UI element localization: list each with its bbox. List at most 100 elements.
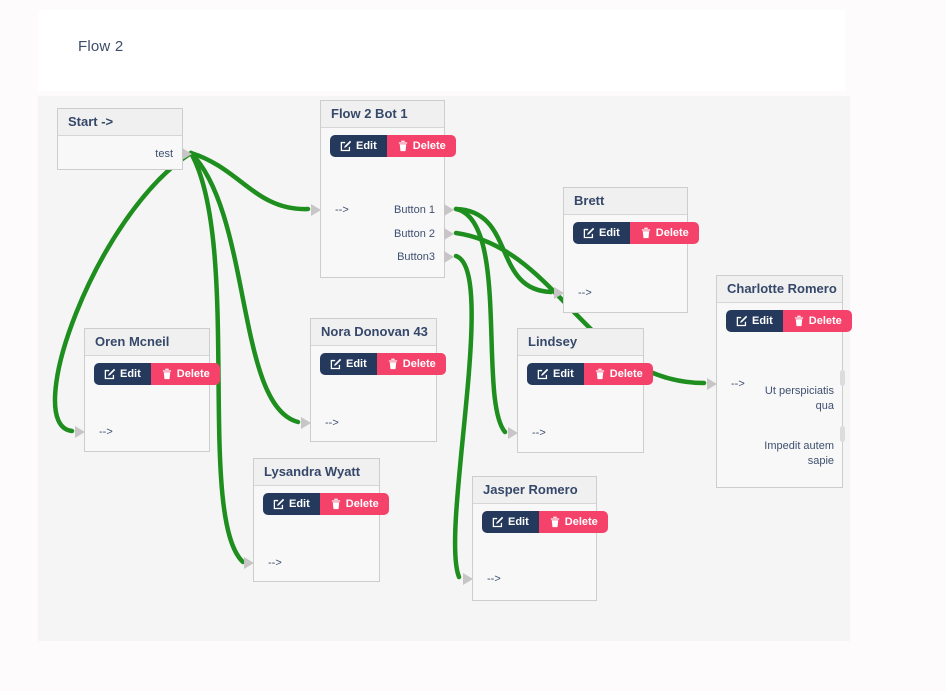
edit-pencil-icon xyxy=(492,516,504,528)
trash-icon xyxy=(794,315,803,327)
delete-button[interactable]: Delete xyxy=(629,222,699,244)
edit-button-label: Edit xyxy=(508,516,529,528)
edit-button[interactable]: Edit xyxy=(482,511,539,533)
edit-button[interactable]: Edit xyxy=(330,135,387,157)
input-handle[interactable] xyxy=(463,573,473,585)
delete-button-label: Delete xyxy=(412,140,446,152)
flow-node-nora[interactable]: Nora Donovan 43 Edit Delete --> xyxy=(301,318,446,442)
node-actions: Edit Delete xyxy=(94,363,220,385)
node-title-jasper: Jasper Romero xyxy=(473,477,596,504)
delete-button[interactable]: Delete xyxy=(376,353,446,375)
output-label-0: Button 1 xyxy=(394,204,435,216)
node-actions: Edit Delete xyxy=(573,222,699,244)
node-title-lysandra: Lysandra Wyatt xyxy=(254,459,379,486)
delete-button[interactable]: Delete xyxy=(538,511,608,533)
input-handle[interactable] xyxy=(311,204,321,216)
delete-button-label: Delete xyxy=(655,227,689,239)
input-label: --> xyxy=(335,204,349,216)
edit-button-label: Edit xyxy=(752,315,773,327)
trash-icon xyxy=(595,368,604,380)
edit-button[interactable]: Edit xyxy=(94,363,151,385)
input-label: --> xyxy=(487,573,501,585)
edit-button-label: Edit xyxy=(289,498,310,510)
edit-button[interactable]: Edit xyxy=(320,353,377,375)
node-title-start: Start -> xyxy=(58,109,182,136)
edit-button[interactable]: Edit xyxy=(573,222,630,244)
node-actions: Edit Delete xyxy=(320,353,446,375)
output-label-1: Button 2 xyxy=(394,228,435,240)
output-handle[interactable] xyxy=(444,228,454,240)
edit-button-label: Edit xyxy=(356,140,377,152)
page-title: Flow 2 xyxy=(78,38,124,55)
output-label-2: Button3 xyxy=(397,251,435,263)
output-handle-bar[interactable] xyxy=(840,426,845,442)
input-handle[interactable] xyxy=(707,378,717,390)
input-label: --> xyxy=(99,426,113,438)
output-handle-bar[interactable] xyxy=(840,370,845,386)
node-title-lindsey: Lindsey xyxy=(518,329,643,356)
input-label: --> xyxy=(731,378,745,390)
input-label: --> xyxy=(325,417,339,429)
flow-node-bot1[interactable]: Flow 2 Bot 1 Edit Delete --> Button 1 Button … xyxy=(311,100,456,278)
node-title-charlotte: Charlotte Romero xyxy=(717,276,842,303)
header-card: Flow 2 xyxy=(38,10,845,91)
trash-icon xyxy=(331,498,340,510)
node-actions: Edit Delete xyxy=(482,511,608,533)
input-label: --> xyxy=(532,427,546,439)
node-actions: Edit Delete xyxy=(527,363,653,385)
output-label-1: Impedit autem sapie xyxy=(764,440,834,467)
delete-button[interactable]: Delete xyxy=(150,363,220,385)
edit-pencil-icon xyxy=(736,315,748,327)
input-label: --> xyxy=(268,557,282,569)
input-handle[interactable] xyxy=(508,427,518,439)
edit-button-label: Edit xyxy=(120,368,141,380)
delete-button-label: Delete xyxy=(564,516,598,528)
node-title-oren: Oren Mcneil xyxy=(85,329,209,356)
trash-icon xyxy=(388,358,397,370)
input-label: --> xyxy=(578,287,592,299)
edit-pencil-icon xyxy=(583,227,595,239)
delete-button-label: Delete xyxy=(345,498,379,510)
delete-button[interactable]: Delete xyxy=(386,135,456,157)
edit-button[interactable]: Edit xyxy=(527,363,584,385)
edit-pencil-icon xyxy=(330,358,342,370)
edit-button[interactable]: Edit xyxy=(263,493,320,515)
output-handle[interactable] xyxy=(444,204,454,216)
output-handle[interactable] xyxy=(444,251,454,263)
trash-icon xyxy=(641,227,650,239)
node-title-nora: Nora Donovan 43 xyxy=(311,319,436,346)
edit-pencil-icon xyxy=(537,368,549,380)
node-actions: Edit Delete xyxy=(263,493,389,515)
node-title-bot1: Flow 2 Bot 1 xyxy=(321,101,444,128)
trash-icon xyxy=(162,368,171,380)
output-handle[interactable] xyxy=(182,148,192,160)
input-handle[interactable] xyxy=(75,426,85,438)
edit-button-label: Edit xyxy=(599,227,620,239)
edit-pencil-icon xyxy=(340,140,352,152)
delete-button-label: Delete xyxy=(808,315,842,327)
edit-button-label: Edit xyxy=(346,358,367,370)
node-actions: Edit Delete xyxy=(726,310,852,332)
delete-button[interactable]: Delete xyxy=(583,363,653,385)
flow-node-start[interactable]: Start ->test xyxy=(57,108,192,170)
edit-pencil-icon xyxy=(273,498,285,510)
edit-button-label: Edit xyxy=(553,368,574,380)
input-handle[interactable] xyxy=(301,417,311,429)
delete-button-label: Delete xyxy=(176,368,210,380)
delete-button[interactable]: Delete xyxy=(319,493,389,515)
edit-button[interactable]: Edit xyxy=(726,310,783,332)
input-handle[interactable] xyxy=(244,557,254,569)
delete-button-label: Delete xyxy=(609,368,643,380)
delete-button[interactable]: Delete xyxy=(782,310,852,332)
input-handle[interactable] xyxy=(554,287,564,299)
edit-pencil-icon xyxy=(104,368,116,380)
output-label-0: Ut perspiciatis qua xyxy=(764,385,834,412)
node-actions: Edit Delete xyxy=(330,135,456,157)
